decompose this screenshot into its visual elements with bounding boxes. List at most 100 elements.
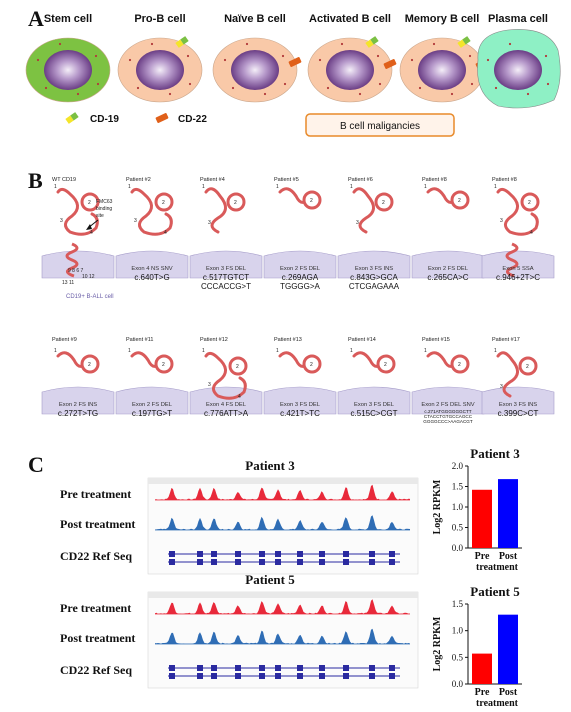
mutation-code: CTCGAGAAA [349,282,400,291]
svg-text:3: 3 [208,220,211,226]
organelle-dot [168,92,172,96]
organelle-dot [318,58,322,62]
cell-4: Memory B cell [399,13,489,103]
organelle-dot [432,42,436,46]
mutation-code: GGGGCCC>AAGACGT [423,419,473,424]
mutation-code: c.271ATGGGGGGCTT [424,409,471,414]
mutation-code: c.843G>GCA [350,273,398,282]
cd19-legend-label: CD-19 [90,114,119,125]
mutation-code: CTACCTGTGCCAGCC [424,414,473,419]
nucleus [418,50,466,90]
cd19-protein: 1 2 3 [494,348,538,398]
svg-text:1: 1 [54,348,57,354]
panel-a-legend: CD-19 CD-22 B cell maligancies [65,112,455,137]
svg-text:2: 2 [384,362,387,368]
organelle-dot [376,54,380,58]
cell-2: Naïve B cell [212,13,302,103]
cell-0: Stem cell [25,13,111,103]
cd19-receptor [365,36,379,48]
y-tick-label: 2.0 [452,461,464,471]
svg-text:2: 2 [526,364,529,370]
cd22-legend-icon [155,113,169,123]
patient-title: Patient #14 [348,337,376,343]
mutation-type: Exon 2 FS DEL [428,266,469,272]
svg-text:4: 4 [164,230,167,236]
panel-letter-a: A [28,6,44,31]
wt-domain-numbers: 9 8 6 7 [68,268,84,274]
pre-treatment-label: Pre treatment [60,601,131,615]
post-treatment-label: Post treatment [60,517,135,531]
bar-post [498,614,518,684]
y-axis-label: Log2 RPKM [432,616,443,671]
svg-text:1: 1 [350,348,353,354]
organelle-dot [283,82,287,86]
mutation-type: Exon 3 FS DEL [354,402,395,408]
chart-title: Patient 3 [470,446,520,461]
mutation-code: c.640T>G [134,273,169,282]
patient-title: WT CD19 [52,177,76,183]
organelle-dot [186,54,190,58]
cd19-legend-icon [65,112,79,124]
patient-title: Patient #8 [492,177,517,183]
cd22-receptor [288,57,302,67]
svg-text:4: 4 [238,394,241,400]
svg-text:1: 1 [424,184,427,190]
organelle-dot [468,54,472,58]
genome-browser-frame [147,477,419,575]
svg-text:3: 3 [60,218,63,224]
mutation-type: Exon 4 NS SNV [131,266,172,272]
svg-text:1: 1 [350,184,353,190]
x-tick-label: Post [499,551,518,562]
svg-text:2: 2 [382,200,385,206]
cell-1: Pro-B cell [117,13,203,103]
track-patient-title: Patient 5 [245,572,295,587]
svg-text:1: 1 [128,184,131,190]
pre-treatment-label: Pre treatment [60,487,131,501]
b-cell-malignancies-box [305,113,455,137]
fmc63-label: site [96,213,104,219]
cd19-receptor [457,36,471,48]
cell-label: Activated B cell [309,13,391,25]
cd19-protein: 12 [424,184,470,210]
organelle-dot [58,42,62,46]
svg-text:3: 3 [500,218,503,224]
cell-label: Naïve B cell [224,13,286,25]
svg-text:1: 1 [494,348,497,354]
cd22-receptor [383,59,397,69]
patient-title: Patient #13 [274,337,302,343]
svg-text:3: 3 [134,218,137,224]
mutation-type: Exon 2 FS DEL [132,402,173,408]
svg-text:3: 3 [500,384,503,390]
organelle-dot [326,86,330,90]
organelle-dot [231,86,235,90]
mutation-type: Exon 2 FS DEL [280,266,321,272]
bar-pre [472,489,492,548]
y-tick-label: 1.0 [452,626,464,636]
nucleus [136,50,184,90]
mutation-type: Exon 3 FS INS [355,266,393,272]
svg-text:1: 1 [202,184,205,190]
bar-post [498,479,518,548]
organelle-dot [36,58,40,62]
y-tick-label: 0.5 [452,652,464,662]
membrane-caption: CD19+ B-ALL cell [66,294,114,300]
svg-text:4: 4 [90,230,93,236]
track-patient-title: Patient 3 [245,458,295,473]
organelle-dot [188,82,192,86]
y-tick-label: 1.0 [452,502,464,512]
mutation-type: Exon 2 FS INS [59,402,97,408]
mutation-code: c.946+2T>C [496,273,540,282]
organelle-dot [358,92,362,96]
svg-text:2: 2 [310,362,313,368]
